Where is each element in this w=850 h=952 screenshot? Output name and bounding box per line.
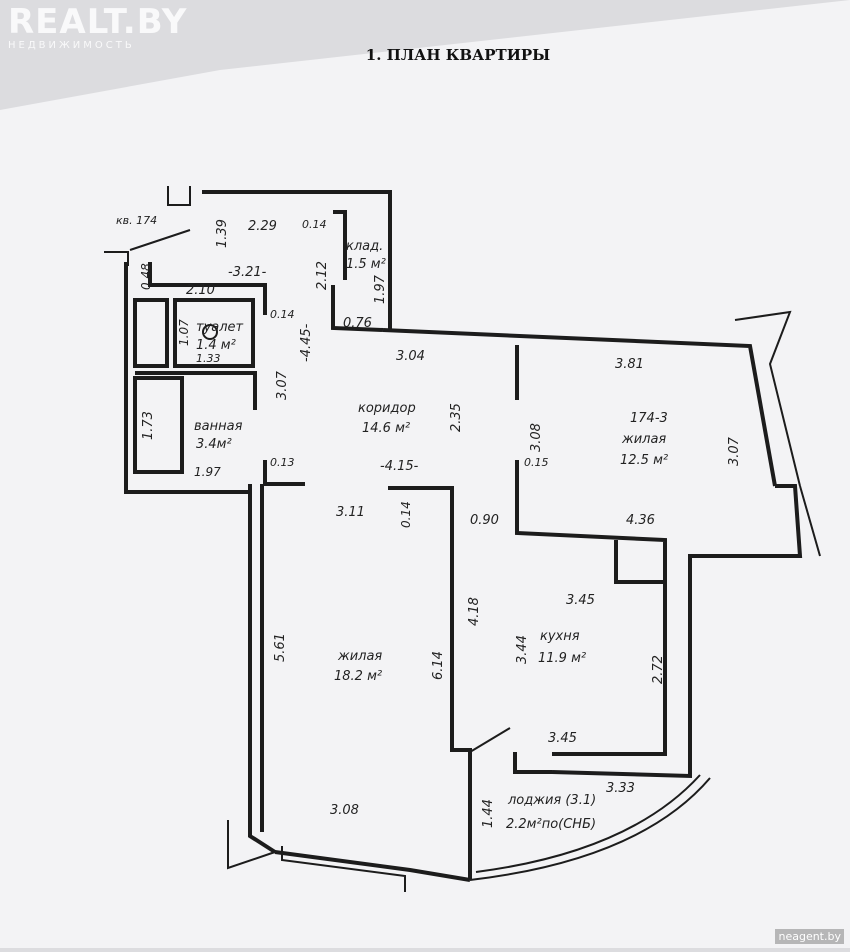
toilet-room (173, 298, 255, 368)
dim-3-08-bedroom: 3.08 (529, 423, 544, 452)
wall-kitchen-niche (614, 540, 665, 584)
dim-2-10: 2.10 (186, 283, 215, 298)
wall-kitchen-east (551, 484, 803, 779)
storage-area: 1.5 м² (346, 257, 386, 272)
wall-storage (333, 210, 347, 280)
living-name: жилая (337, 649, 382, 664)
dim-0-76: 0.76 (343, 316, 372, 331)
plan-title: 1. ПЛАН КВАРТИРЫ (366, 46, 550, 64)
dim-3-07-toilet: 3.07 (275, 370, 290, 400)
loggia-name: лоджия (3.1) (507, 793, 596, 808)
dim-6-14: 6.14 (431, 651, 446, 680)
dim-2-12: 2.12 (315, 261, 330, 290)
corner-living (227, 820, 276, 870)
wall-living-west (248, 484, 277, 854)
dim-1-33: 1.33 (196, 352, 221, 365)
dim-0-48: 0.48 (139, 263, 153, 290)
corridor-area: 14.6 м² (362, 421, 410, 436)
wall-bedroom-kitchen (515, 460, 667, 756)
wall-bath-east (263, 460, 305, 486)
dim-1-07: 1.07 (177, 319, 191, 346)
wall-bath-north (135, 371, 257, 410)
corridor-name: коридор (358, 401, 416, 416)
entrance-mark-left (104, 251, 129, 266)
dim-0-14-door: 0.14 (399, 501, 413, 528)
dim-5-61: 5.61 (273, 633, 288, 662)
window-kitchen (799, 485, 821, 557)
dim-3-44: 3.44 (515, 635, 530, 664)
dim-3-45-kitchen: 3.45 (566, 593, 595, 608)
wall-kitchen-stub (513, 752, 552, 774)
dim-2-29: 2.29 (248, 219, 277, 234)
wall-toilet-north (148, 262, 267, 315)
dim-3-45-lower: 3.45 (548, 731, 577, 746)
window-living (281, 846, 406, 892)
bedroom-name: жилая (621, 432, 666, 447)
dim-3-33: 3.33 (606, 781, 635, 796)
walls (124, 190, 803, 882)
toilet-cabinet (133, 298, 169, 368)
dim-3-81: 3.81 (615, 357, 644, 372)
toilet-area: 1.4 м² (196, 338, 236, 353)
dim-3-07-bedroom: 3.07 (727, 436, 742, 466)
dim-1-97-bath: 1.97 (194, 465, 221, 479)
wall-living-south (274, 850, 471, 882)
apartment-leader (129, 229, 191, 251)
outer-wall-north (202, 190, 392, 330)
dimension-labels-vertical: 1.39 0.48 2.12 1.97 1.07 -4.45- 3.07 1.7… (139, 219, 742, 828)
dim-1-73: 1.73 (141, 411, 156, 440)
dim-1-44: 1.44 (481, 799, 496, 828)
realt-watermark: REALT.BY НЕДВИЖИМОСТЬ (8, 4, 187, 52)
dim-3-08-living: 3.08 (330, 803, 359, 818)
dim-2-72: 2.72 (651, 655, 666, 684)
bathroom-area: 3.4м² (196, 437, 232, 452)
kitchen-area: 11.9 м² (538, 651, 586, 666)
outer-wall-east-north (382, 328, 777, 487)
dim-0-15: 0.15 (524, 456, 549, 469)
loggia-leader (469, 727, 511, 753)
dim-4-45: -4.45- (299, 323, 314, 362)
dim-2-35: 2.35 (449, 403, 464, 432)
dim-0-90: 0.90 (470, 513, 499, 528)
toilet-fixture (202, 324, 218, 340)
loggia-area: 2.2м²по(СНБ) (506, 817, 596, 832)
bathtub (133, 376, 184, 474)
dim-4-18: 4.18 (467, 597, 482, 626)
dim-3-11: 3.11 (336, 505, 365, 520)
dim-4-36: 4.36 (626, 513, 655, 528)
living-area: 18.2 м² (334, 669, 382, 684)
dimension-labels: 2.29 0.14 -3.21- 2.10 0.14 1.33 0.76 3.0… (186, 218, 655, 818)
dim-1-39: 1.39 (215, 219, 230, 248)
watermark-brand: REALT.BY (8, 2, 188, 42)
dim-0-13: 0.13 (270, 456, 295, 469)
window-bedroom (734, 310, 801, 487)
dim-3-04: 3.04 (396, 349, 425, 364)
outer-wall-west (124, 262, 250, 494)
bedroom-code: 174-3 (630, 411, 668, 426)
dim-0-14-top: 0.14 (302, 218, 327, 231)
storage-name: клад. (346, 239, 383, 254)
loggia-arc-inner (475, 774, 701, 873)
dim-1-97-storage: 1.97 (373, 274, 388, 304)
watermark-sub: НЕДВИЖИМОСТЬ (8, 40, 135, 51)
kitchen-name: кухня (540, 629, 580, 644)
dim-3-21: -3.21- (228, 265, 267, 280)
toilet-name: туалет (196, 320, 244, 335)
bathroom-name: ванная (194, 419, 243, 434)
windows (104, 186, 821, 892)
corner-credit: neagent.by (775, 929, 844, 944)
wall-living-east (388, 486, 472, 880)
entrance-mark-top (167, 186, 191, 206)
loggia-arc (469, 777, 711, 881)
apartment-label: кв. 174 (116, 214, 157, 227)
dim-0-14-mid: 0.14 (270, 308, 295, 321)
bedroom-area: 12.5 м² (620, 453, 668, 468)
room-labels: кв. 174 клад. 1.5 м² туалет 1.4 м² ванна… (116, 214, 668, 832)
wall-storage-south (331, 285, 384, 332)
dim-4-15: -4.15- (380, 459, 419, 474)
